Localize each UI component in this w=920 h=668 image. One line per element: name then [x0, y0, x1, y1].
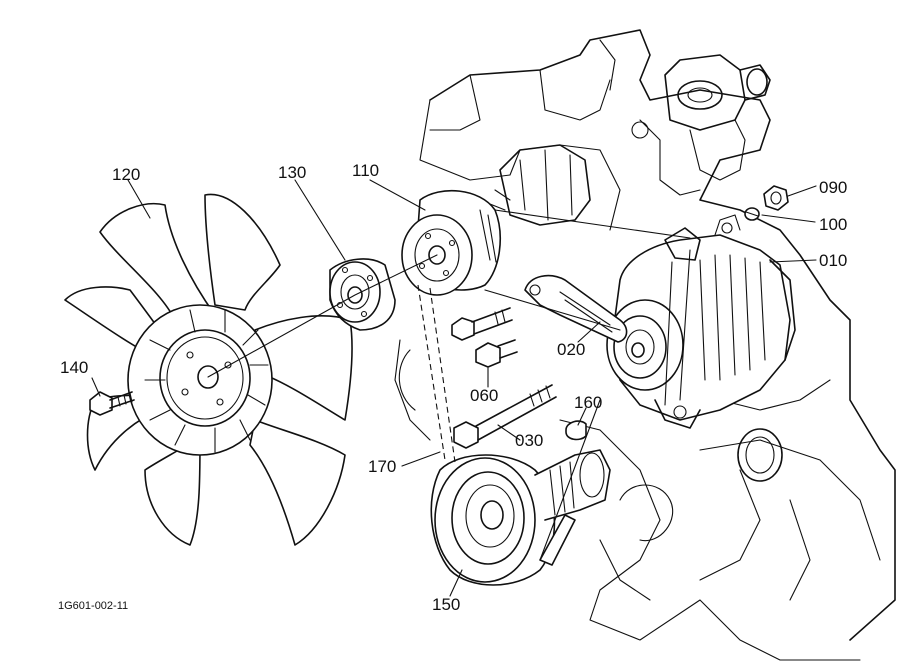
callout-100: 100: [819, 215, 847, 234]
alternator: [606, 214, 796, 429]
arm-bolt: [451, 307, 513, 341]
bolt-060: [475, 339, 518, 368]
shaft-centerline: [207, 254, 438, 378]
bolt-030: [453, 384, 557, 449]
callout-020: 020: [557, 340, 585, 359]
fan-bolt: [89, 391, 135, 416]
fan-spacer: [329, 258, 396, 331]
callout-110: 110: [352, 161, 379, 180]
washer-100: [744, 207, 760, 221]
callout-160: 160: [574, 393, 602, 412]
callout-010: 010: [819, 251, 847, 270]
engine-block: [394, 29, 896, 661]
callout-170: 170: [368, 457, 396, 476]
v-belt: [417, 209, 691, 561]
alternator-adjusting-arm: [524, 274, 628, 343]
leader-lines: [91, 179, 817, 597]
cooling-fan: [64, 193, 353, 546]
callout-labels: 120 130 110 090 100 010 020 140 060 160 …: [60, 161, 847, 614]
callout-030: 030: [515, 431, 543, 450]
nut-090: [763, 185, 789, 211]
callout-060: 060: [470, 386, 498, 405]
callout-150: 150: [432, 595, 460, 614]
fan-pulley: [401, 189, 501, 296]
callout-130: 130: [278, 163, 306, 182]
key-160: [565, 420, 587, 441]
callout-090: 090: [819, 178, 847, 197]
callout-120: 120: [112, 165, 140, 184]
callout-140: 140: [60, 358, 88, 377]
figure-code: 1G601-002-11: [58, 600, 128, 612]
crankshaft-pulley: [430, 449, 611, 586]
